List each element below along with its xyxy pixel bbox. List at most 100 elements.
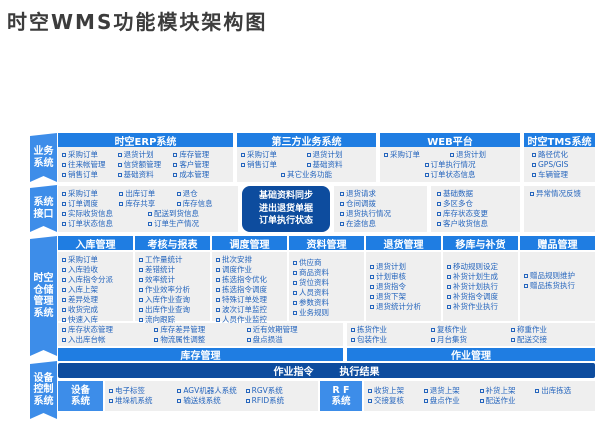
module-item-label: 拣选指令调度 <box>222 285 267 294</box>
square-bullet-icon <box>139 318 143 322</box>
panel-thirdparty-system: 第三方业务系统 采购订单退货计划销售订单基础资料其它业务功能 <box>237 133 376 182</box>
module-item: 采购订单 <box>241 150 307 160</box>
module-item-label: 拣货作业 <box>357 324 387 334</box>
sidebar-label-business-system: 业务 系统 <box>30 133 57 182</box>
square-bullet-icon <box>62 268 66 272</box>
module-item-label: 物流属性调整 <box>160 334 206 344</box>
module-item-label: 人员作业监控 <box>222 315 267 324</box>
module-item-label: 库存共享 <box>125 199 156 208</box>
module-item: 补货计划执行 <box>445 282 516 292</box>
module-item-label: 批次安排 <box>222 255 252 264</box>
square-bullet-icon <box>216 278 220 282</box>
module-item-label: 补货指令调度 <box>453 292 498 301</box>
module-item: 移动规则设定 <box>445 262 516 272</box>
module-item: 其它业务功能 <box>241 170 372 180</box>
module-item-label: 差异处理 <box>68 295 98 304</box>
module-item: 人员作业监控 <box>214 315 285 325</box>
square-bullet-icon <box>450 152 454 157</box>
square-bullet-icon <box>148 222 152 226</box>
module-item: 入库作业查询 <box>137 295 208 305</box>
square-bullet-icon <box>216 288 220 292</box>
module-item: 入库验收 <box>60 265 131 275</box>
square-bullet-icon <box>532 162 536 167</box>
module-item: 波次订单监控 <box>214 305 285 315</box>
square-bullet-icon <box>423 389 428 393</box>
square-bullet-icon <box>524 284 528 288</box>
square-bullet-icon <box>370 305 374 309</box>
module-item-label: 销售订单 <box>68 169 98 179</box>
module-item-label: 称重作业 <box>516 324 547 334</box>
interface-erp-box: 采购订单出库订单退仓订单调度库存共享库存信息实际收货信息配送到货信息订单状态信息… <box>58 186 238 232</box>
module-item-label: 客户收货信息 <box>443 219 488 228</box>
module-item-label: 包装作业 <box>357 334 387 344</box>
module-item-label: 商品资料 <box>299 268 329 277</box>
square-bullet-icon <box>117 162 122 167</box>
inventory-management-box: 库存状态管理库存差异管理近有效期管理入出库台帐物流属性调整盘点损溢 <box>58 323 343 346</box>
panel-web-platform: WEB平台 采购订单退货计划订单执行情况订单状态信息 <box>380 133 520 182</box>
square-bullet-icon <box>62 172 66 177</box>
module-item: 基础资料 <box>117 170 174 180</box>
module-item: 配送作业 <box>479 396 536 406</box>
wms-body-inbound: 采购订单入库验收入库指令分派入库上架差异处理收货完成快速入库 <box>58 252 133 324</box>
square-bullet-icon <box>62 318 66 322</box>
panel-erp-body: 采购订单退货计划库存管理往来帐管理信贷额管理客户管理销售订单基础资料成本管理 <box>58 147 233 182</box>
module-item-label: 盘点损溢 <box>252 334 283 344</box>
wms-header-masterdata: 资料管理 <box>289 236 364 251</box>
module-item-label: 退货计划 <box>312 149 343 159</box>
module-item: 供应商 <box>291 258 362 268</box>
square-bullet-icon <box>173 152 178 157</box>
module-item: 特殊订单处理 <box>214 295 285 305</box>
command-bar-label-left: 作业指令 <box>273 367 314 378</box>
module-item: 库存共享 <box>119 199 176 209</box>
module-item: 货位资料 <box>291 278 362 288</box>
wms-body-masterdata: 供应商商品资料货位资料人员资料参数资料业务规则 <box>289 252 364 321</box>
module-item-label: 库存信息 <box>182 199 213 208</box>
module-item-label: 收货上架 <box>374 386 404 395</box>
wms-body-gifts: 赠品规则维护赠品拣货执行 <box>520 252 595 321</box>
wms-body-dispatch: 批次安排调度作业拣选指令优化拣选指令调度特殊订单处理波次订单监控人员作业监控 <box>212 252 287 324</box>
module-item: 入出库台帐 <box>62 335 154 345</box>
module-item-label: 堆垛机系统 <box>115 396 153 405</box>
module-item: 采购订单 <box>60 255 131 265</box>
square-bullet-icon <box>340 222 344 226</box>
module-item-label: 工作量统计 <box>145 255 183 264</box>
module-item: 退货上架 <box>423 386 480 396</box>
square-bullet-icon <box>306 162 311 167</box>
square-bullet-icon <box>241 152 245 157</box>
panel-thirdparty-header: 第三方业务系统 <box>237 133 376 148</box>
module-item: 退货执行情况 <box>338 209 423 219</box>
square-bullet-icon <box>139 298 143 302</box>
module-item-label: 入库验收 <box>68 265 98 274</box>
square-bullet-icon <box>524 274 528 278</box>
square-bullet-icon <box>139 288 143 292</box>
square-bullet-icon <box>293 301 297 305</box>
module-item-label: 异常情况反馈 <box>536 189 581 198</box>
operation-management-box: 拣货作业复核作业称重作业包装作业月台集货配送交接 <box>347 323 595 346</box>
module-item-label: 作业效率分析 <box>145 285 190 294</box>
module-item: 盘点作业 <box>423 396 480 406</box>
module-item-label: 移动规则设定 <box>453 262 498 271</box>
square-bullet-icon <box>293 311 297 315</box>
module-item: 补货作业执行 <box>445 302 516 312</box>
square-bullet-icon <box>530 192 534 196</box>
square-bullet-icon <box>479 399 484 403</box>
module-item-label: 供应商 <box>299 258 322 267</box>
wms-header-returns: 退货管理 <box>366 236 441 251</box>
square-bullet-icon <box>62 288 66 292</box>
module-item: 包装作业 <box>351 335 431 345</box>
module-item: 效率统计 <box>137 275 208 285</box>
module-item: 参数资料 <box>291 298 362 308</box>
module-item-label: 复核作业 <box>436 324 467 334</box>
panel-tms-header: 时空TMS系统 <box>524 133 595 148</box>
module-item-label: 信贷额管理 <box>123 159 162 169</box>
interface-sync-highlight-box: 基础资料同步 进出退货单据 订单执行状态 <box>242 186 330 232</box>
square-bullet-icon <box>423 399 428 403</box>
square-bullet-icon <box>62 308 66 312</box>
square-bullet-icon <box>281 172 285 177</box>
wms-body-replenish: 移动规则设定补货计划生成补货计划执行补货指令调度补货作业执行 <box>443 252 518 321</box>
module-item: 订单状态信息 <box>62 219 148 229</box>
module-item: 库存信息 <box>176 199 234 209</box>
panel-erp-header: 时空ERP系统 <box>58 133 233 148</box>
square-bullet-icon <box>368 399 372 403</box>
module-item: 流向跟踪 <box>137 315 208 325</box>
